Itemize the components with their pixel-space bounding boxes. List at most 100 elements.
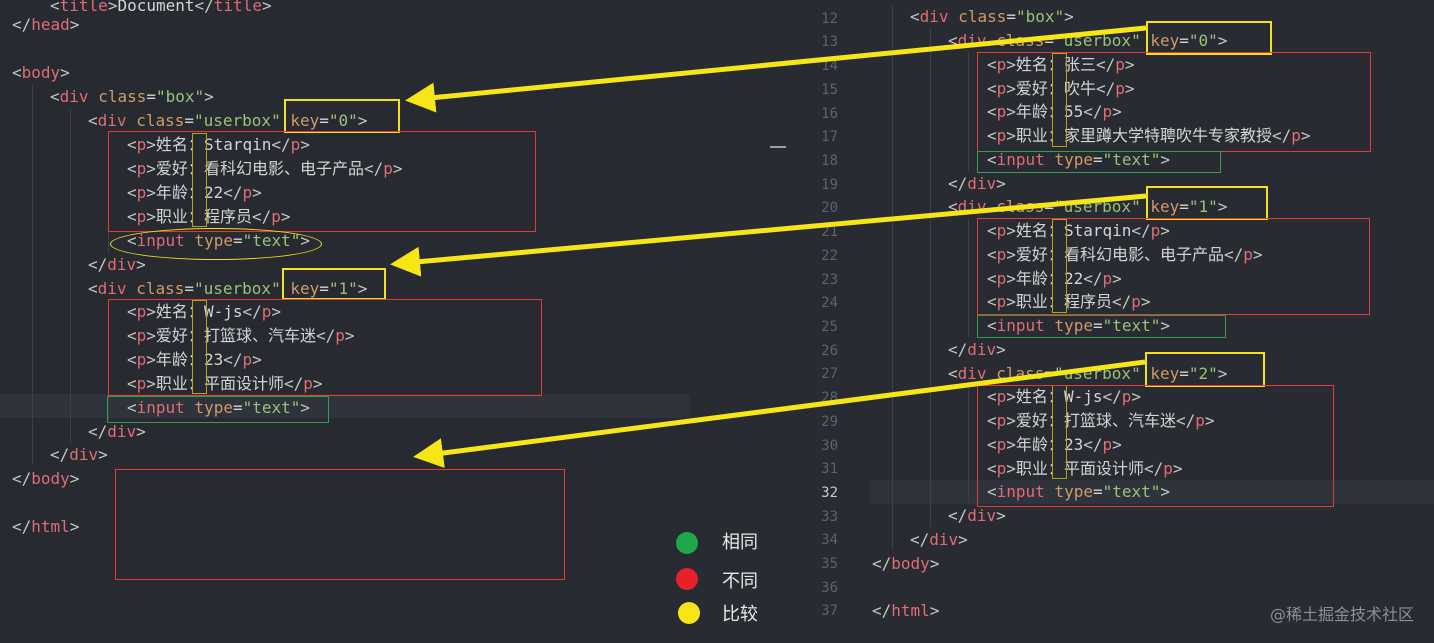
code-token-tag: p (335, 326, 345, 345)
code-token-bracket: < (127, 350, 137, 369)
code-token-val: "box" (156, 87, 205, 106)
code-token-tag: p (1195, 411, 1205, 430)
code-token-bracket: < (127, 159, 137, 178)
left-code-line: <input type="text"> (127, 396, 310, 420)
code-token-bracket: </ (1131, 221, 1151, 240)
code-token-bracket: </ (1095, 55, 1116, 74)
left-code-line: <p>职业：平面设计师</p> (127, 372, 323, 396)
watermark: @稀土掘金技术社区 (1269, 605, 1414, 624)
code-token-attr: type (1054, 482, 1093, 501)
code-token-txt: = (319, 279, 329, 298)
code-token-bracket: < (987, 387, 997, 406)
code-token-attr: key (1150, 31, 1180, 50)
split-divider-handle[interactable] (770, 146, 786, 148)
code-token-tag: p (996, 55, 1007, 74)
left-code-line: <p>爱好：看科幻电影、电子产品</p> (127, 157, 403, 181)
code-token-txt: 年龄： (1015, 102, 1064, 121)
code-token-tag: p (136, 302, 147, 321)
right-code-line: <p>姓名：W-js</p> (987, 385, 1141, 409)
code-token-bracket: > (204, 87, 214, 106)
code-token-txt: = (1179, 31, 1189, 50)
code-token-txt: 年龄： (1015, 269, 1064, 288)
code-token-bracket: </ (242, 302, 262, 321)
left-code-line: <div class="userbox" key="0"> (88, 109, 367, 133)
code-token-txt: 年龄： (1015, 435, 1064, 454)
code-token-txt: 爱好： (1015, 245, 1064, 264)
arrow-key1 (390, 193, 1147, 277)
line-number: 15 (821, 82, 838, 98)
code-token-val: "text" (1102, 150, 1161, 169)
code-token-bracket: </ (1102, 387, 1122, 406)
code-token-bracket: > (958, 530, 968, 549)
line-number: 33 (821, 509, 838, 525)
code-token-tag: html (31, 517, 70, 536)
code-token-tag: div (107, 422, 137, 441)
legend-dot-diff (676, 568, 698, 590)
indent-guide (968, 219, 969, 337)
code-token-bracket: < (987, 245, 997, 264)
code-token-bracket: > (146, 326, 156, 345)
line-number: 23 (821, 272, 838, 288)
code-token-attr: class (136, 111, 185, 130)
code-token-bracket: > (146, 302, 156, 321)
diff-box-red-empty (115, 469, 565, 580)
code-token-bracket: > (300, 135, 310, 154)
code-token-bracket: </ (1083, 435, 1103, 454)
code-token-attr: class (136, 279, 185, 298)
code-token-txt: 平面设计师 (203, 374, 284, 393)
code-token-tag: p (290, 135, 301, 154)
code-token-txt: 23 (203, 350, 224, 369)
left-code-line: </html> (12, 515, 79, 539)
code-token-bracket: </ (872, 554, 892, 573)
code-token-tag: div (929, 530, 959, 549)
code-token-bracket: > (1160, 482, 1171, 501)
code-token-txt: 吹牛 (1063, 79, 1096, 98)
code-token-txt: = (184, 279, 194, 298)
code-token-bracket: > (1172, 459, 1183, 478)
code-token-attr: key (1150, 364, 1180, 383)
right-code-line: <p>年龄：22</p> (987, 267, 1122, 291)
code-token-txt: = (319, 111, 329, 130)
code-token-txt: 家里蹲大学特聘吹牛专家教授 (1063, 126, 1272, 145)
code-token-bracket: > (1160, 221, 1170, 240)
code-token-bracket: < (987, 459, 997, 478)
code-token-bracket: </ (223, 183, 243, 202)
code-token-bracket: > (1140, 292, 1151, 311)
code-token-txt: Starqin (203, 135, 272, 154)
code-token-txt: 22 (1063, 269, 1084, 288)
code-token-tag: input (996, 150, 1045, 169)
code-token-bracket: > (69, 517, 80, 536)
code-token-bracket: </ (948, 340, 968, 359)
code-token-tag: div (967, 340, 997, 359)
code-token-bracket: > (300, 398, 311, 417)
code-token-txt: 打篮球、汽车迷 (1063, 411, 1176, 430)
code-token-bracket: < (987, 316, 997, 335)
code-token-txt: 平面设计师 (1063, 459, 1144, 478)
line-number: 16 (821, 106, 838, 122)
code-token-bracket: </ (283, 374, 304, 393)
code-token-txt: 打篮球、汽车迷 (203, 326, 316, 345)
same-box-green (977, 151, 1221, 173)
code-token-bracket: > (280, 207, 291, 226)
code-token-tag: p (1115, 55, 1125, 74)
left-code-line: </div> (50, 443, 108, 467)
code-token-txt: 职业： (155, 207, 204, 226)
code-token-attr: key (1150, 197, 1180, 216)
code-token-val: "2" (1188, 364, 1218, 383)
code-token-bracket: > (1124, 55, 1135, 74)
code-token-tag: p (242, 183, 253, 202)
code-token-bracket: > (357, 279, 368, 298)
right-code-line: <p>爱好：打篮球、汽车迷</p> (987, 409, 1215, 433)
code-token-bracket: > (312, 374, 323, 393)
line-number: 22 (821, 248, 838, 264)
code-token-txt: 张三 (1063, 55, 1096, 74)
code-token-tag: p (136, 350, 147, 369)
code-token-tag: p (136, 159, 147, 178)
right-code-line: <input type="text"> (987, 148, 1170, 172)
code-token-bracket: > (1006, 435, 1016, 454)
code-token-attr: type (1054, 150, 1093, 169)
left-code-line: </div> (88, 253, 146, 277)
colon-highlight (192, 300, 207, 394)
code-token-tag: div (919, 7, 949, 26)
